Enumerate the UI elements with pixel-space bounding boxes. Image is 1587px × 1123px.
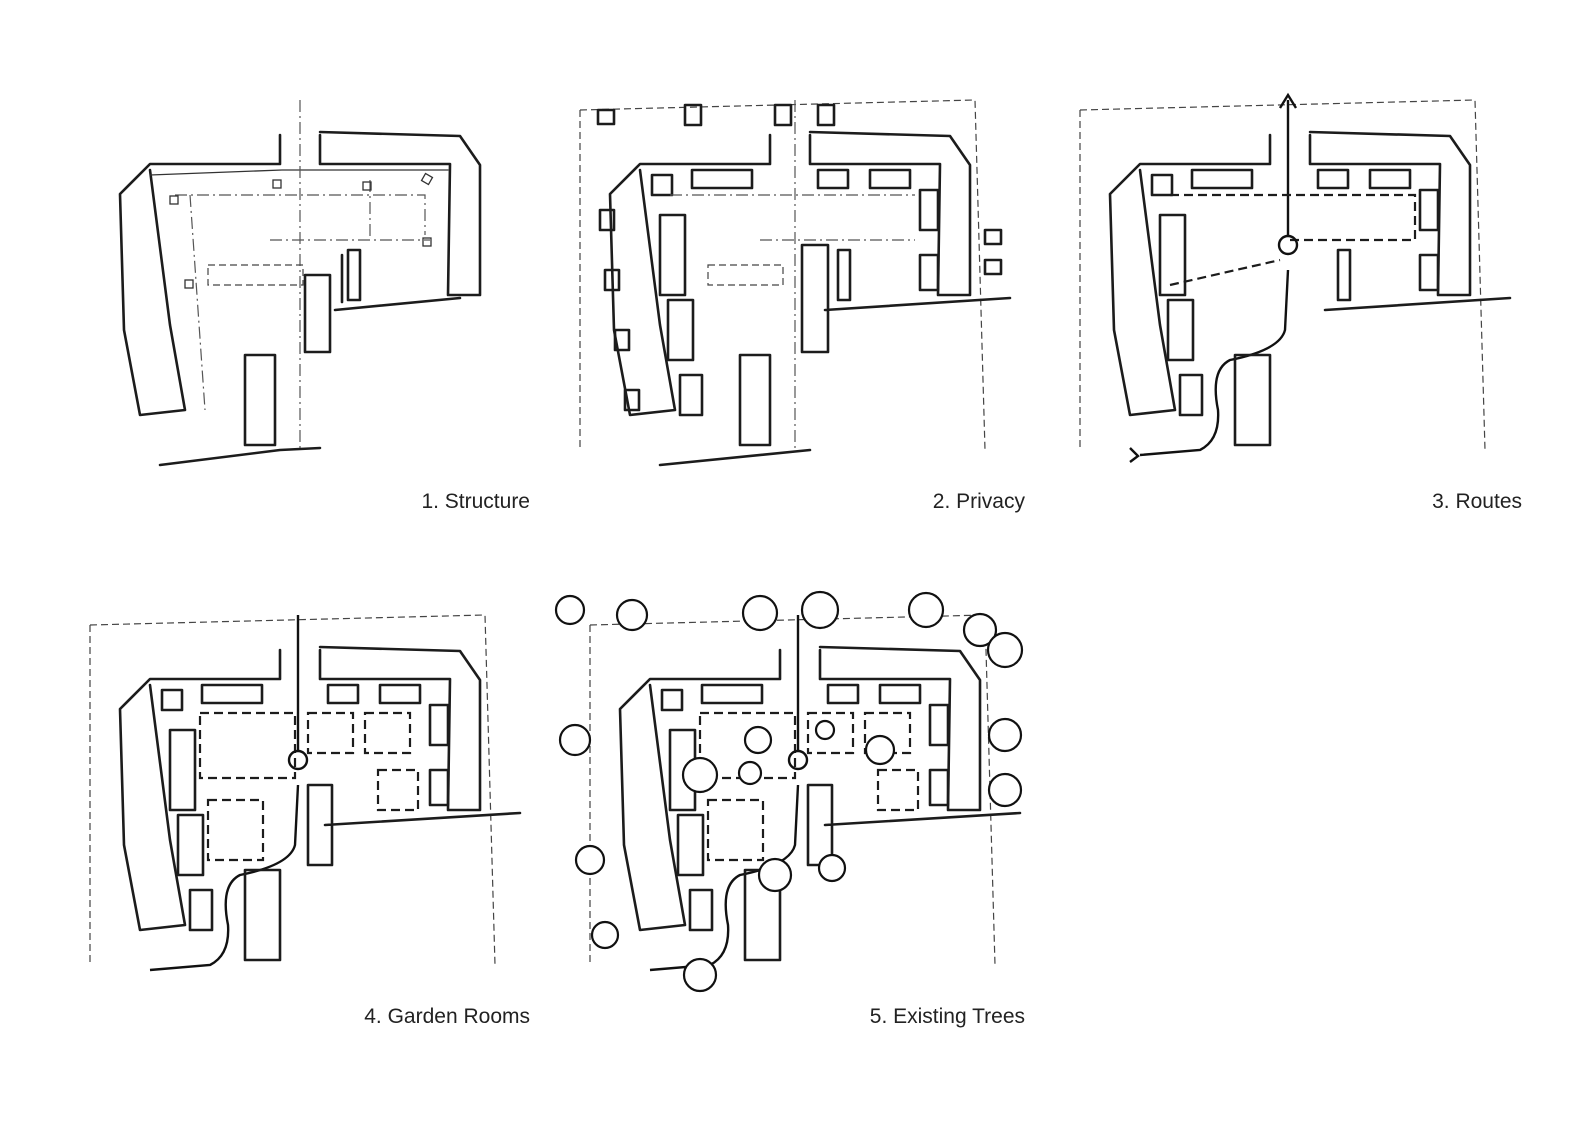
caption-privacy: 2. Privacy xyxy=(932,490,1025,513)
panel-routes: 3. Routes xyxy=(1070,70,1540,513)
structure-nodes xyxy=(169,172,434,289)
structure-blocks xyxy=(158,248,462,467)
privacy-sketch xyxy=(579,99,1012,467)
private-gardens xyxy=(650,168,940,417)
caption-garden-rooms: 4. Garden Rooms xyxy=(364,1005,530,1028)
panel-privacy: 2. Privacy xyxy=(570,70,1040,513)
panel-garden-rooms: 4. Garden Rooms xyxy=(60,585,540,1028)
l-shaped-building xyxy=(118,130,482,417)
outer-gardens xyxy=(596,103,1003,412)
panel-existing-trees: 5. Existing Trees xyxy=(550,585,1040,1028)
garden-rooms-sketch xyxy=(89,614,522,972)
caption-structure: 1. Structure xyxy=(421,490,530,513)
caption-routes: 3. Routes xyxy=(1432,490,1522,513)
circulation-routes xyxy=(1129,92,1417,463)
panel-structure: 1. Structure xyxy=(80,70,540,513)
routes-sketch xyxy=(1079,92,1512,463)
structure-sketch xyxy=(118,100,482,467)
caption-existing-trees: 5. Existing Trees xyxy=(869,1005,1025,1028)
existing-tree-canopies xyxy=(554,590,1024,993)
site-boundary xyxy=(579,99,986,451)
garden-room-outlines xyxy=(198,711,420,862)
structure-axes xyxy=(175,100,430,450)
existing-trees-sketch xyxy=(554,590,1024,993)
